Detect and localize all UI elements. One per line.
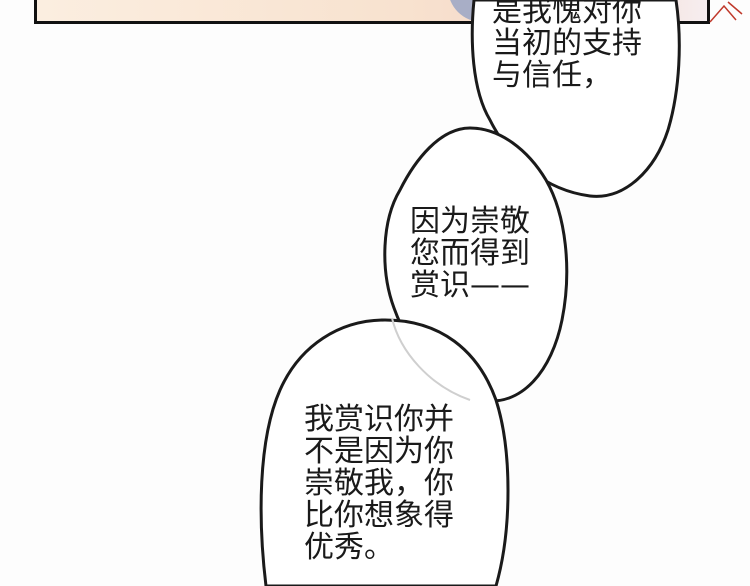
speech-bubble-3: [259, 318, 510, 586]
speech-bubble-1: [470, 0, 681, 198]
speech-text-2: 因为崇敬 您而得到 赏识——: [410, 204, 530, 303]
speech-text-3: 我赏识你并 不是因为你 崇敬我，你 比你想象得 优秀。: [304, 402, 454, 565]
red-line-art: [709, 1, 743, 23]
speech-text-1: 是我愧对你 当初的支持 与信任，: [492, 0, 642, 93]
